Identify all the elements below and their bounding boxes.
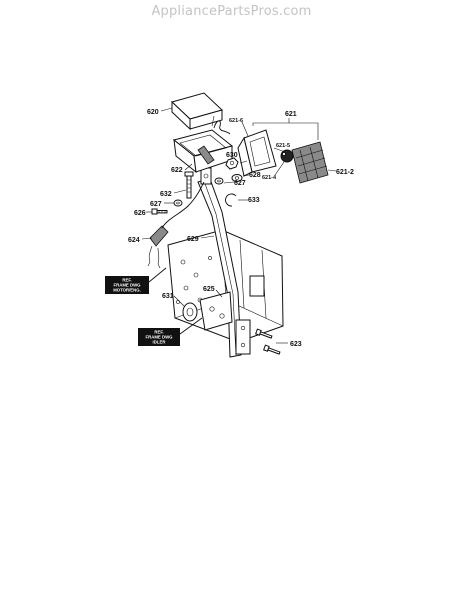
label-627-left: 627 — [150, 201, 162, 208]
ref-box-motor-line-3: MOTOR/ENG. — [113, 288, 141, 293]
label-625: 625 — [203, 286, 215, 293]
nut-630 — [225, 157, 239, 170]
label-621-6: 621-6 — [229, 118, 243, 124]
housing-body — [172, 129, 234, 179]
bolts-623 — [255, 328, 281, 355]
ref-box-idler-line-1: REF. — [154, 330, 163, 335]
part-labels: 620 621 621-6 621-5 621-4 621-2 622 630 … — [128, 109, 354, 348]
lens-grille — [291, 141, 329, 184]
label-621: 621 — [285, 111, 297, 118]
label-621-4: 621-4 — [262, 175, 277, 181]
wiring-harness — [147, 181, 205, 269]
label-623: 623 — [290, 341, 302, 348]
label-622: 622 — [171, 167, 183, 174]
label-620: 620 — [147, 109, 159, 116]
washer-628 — [231, 174, 243, 182]
washer-627-right — [214, 177, 224, 185]
lamp-bezel — [237, 129, 277, 177]
label-626: 626 — [134, 210, 146, 217]
ref-box-motor-line-1: REF. — [122, 278, 131, 283]
leader-lines — [141, 107, 337, 344]
ref-box-idler-line-2: FRAME DWG — [146, 335, 174, 340]
label-621-2: 621-2 — [336, 169, 354, 176]
ref-box-idler-line-3: IDLER — [153, 340, 167, 345]
washer-627-left — [173, 199, 183, 207]
label-628: 628 — [249, 172, 261, 179]
housing-cover — [171, 92, 223, 131]
label-633: 633 — [248, 197, 260, 204]
label-627-right: 627 — [234, 180, 246, 187]
label-621-5: 621-5 — [276, 143, 290, 149]
label-629: 629 — [187, 236, 199, 243]
label-624: 624 — [128, 237, 140, 244]
screw-626 — [151, 208, 168, 215]
bolt-632 — [184, 171, 194, 199]
lamp-bulb — [280, 149, 294, 163]
ref-box-idler: REF. FRAME DWG IDLER — [138, 317, 203, 346]
ref-box-motor: REF. FRAME DWG MOTOR/ENG. — [105, 267, 167, 294]
label-632: 632 — [160, 191, 172, 198]
label-630: 630 — [226, 152, 238, 159]
watermark: AppliancePartsPros.com — [151, 4, 312, 19]
ref-box-motor-line-2: FRAME DWG — [114, 283, 142, 288]
label-631: 631 — [162, 293, 174, 300]
bushing — [182, 302, 198, 322]
wire-clip — [211, 115, 231, 135]
snap-ring — [225, 193, 237, 207]
